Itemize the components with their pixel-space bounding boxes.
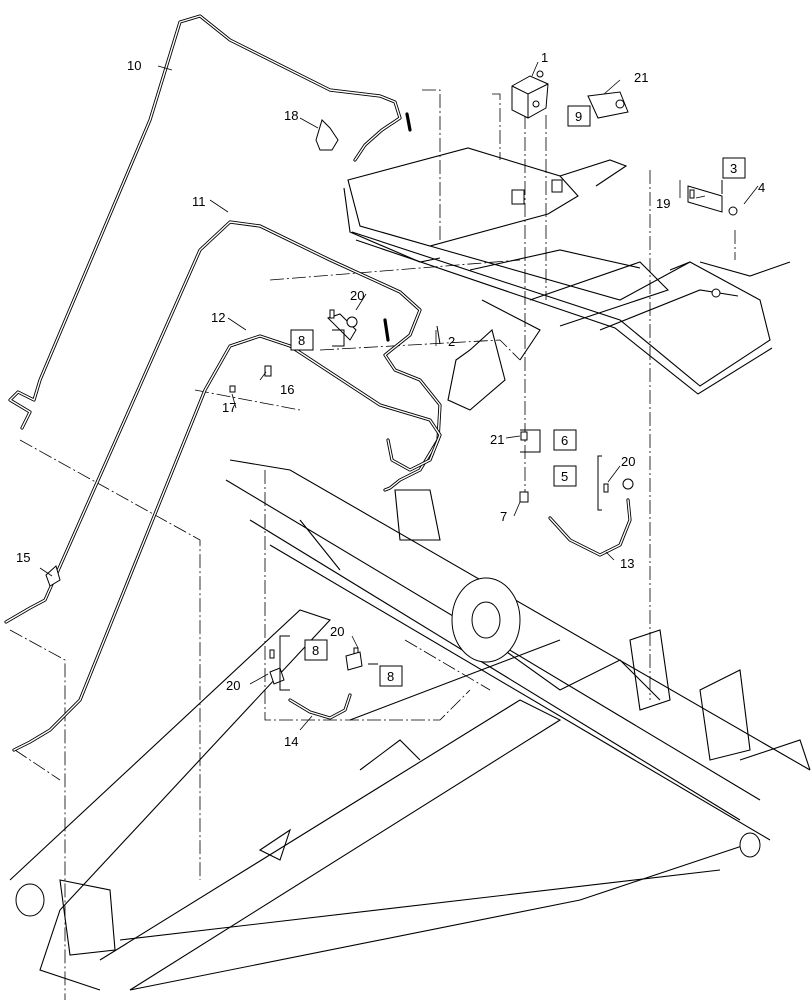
callout-5: 5 bbox=[561, 469, 568, 484]
callout-10: 10 bbox=[127, 58, 141, 73]
callout-17: 17 bbox=[222, 400, 236, 415]
callout-12: 12 bbox=[211, 310, 225, 325]
callout-4: 4 bbox=[758, 180, 765, 195]
callout-21b: 21 bbox=[490, 432, 504, 447]
callout-11: 11 bbox=[192, 194, 206, 209]
callouts: 1 2 3 4 5 6 7 8 8 8 9 10 11 12 13 14 15 … bbox=[16, 50, 765, 749]
callout-box-8c bbox=[379, 665, 403, 687]
hose-14 bbox=[288, 693, 352, 720]
callout-box-6 bbox=[553, 429, 577, 451]
callout-19: 19 bbox=[656, 196, 670, 211]
hose-13 bbox=[548, 498, 632, 557]
callout-14: 14 bbox=[284, 734, 298, 749]
label-brackets bbox=[279, 180, 723, 691]
callout-box-3 bbox=[722, 157, 746, 179]
callout-6: 6 bbox=[561, 433, 568, 448]
callout-3: 3 bbox=[730, 161, 737, 176]
callout-20b: 20 bbox=[621, 454, 635, 469]
callout-20a: 20 bbox=[350, 288, 364, 303]
callout-18: 18 bbox=[284, 108, 298, 123]
assembly-lines bbox=[9, 89, 736, 1000]
callout-13: 13 bbox=[620, 556, 634, 571]
callout-box-5 bbox=[553, 465, 577, 487]
callout-8a: 8 bbox=[298, 333, 305, 348]
main-frame bbox=[9, 459, 811, 991]
callout-15: 15 bbox=[16, 550, 30, 565]
upper-frame bbox=[343, 147, 791, 411]
callout-8c: 8 bbox=[387, 669, 394, 684]
callout-20c: 20 bbox=[330, 624, 344, 639]
callout-7: 7 bbox=[500, 509, 507, 524]
callout-8b: 8 bbox=[312, 643, 319, 658]
callout-9: 9 bbox=[575, 109, 582, 124]
callout-box-9 bbox=[567, 105, 591, 127]
leader-lines bbox=[39, 61, 759, 731]
tube-12 bbox=[12, 334, 442, 752]
small-parts bbox=[45, 70, 738, 685]
callout-box-8a bbox=[290, 329, 314, 351]
callout-2: 2 bbox=[448, 334, 455, 349]
callout-20d: 20 bbox=[226, 678, 240, 693]
callout-16: 16 bbox=[280, 382, 294, 397]
callout-box-8b bbox=[304, 639, 328, 661]
callout-1: 1 bbox=[541, 50, 548, 65]
tube-10 bbox=[8, 14, 412, 430]
tube-11 bbox=[4, 220, 442, 624]
callout-21a: 21 bbox=[634, 70, 648, 85]
